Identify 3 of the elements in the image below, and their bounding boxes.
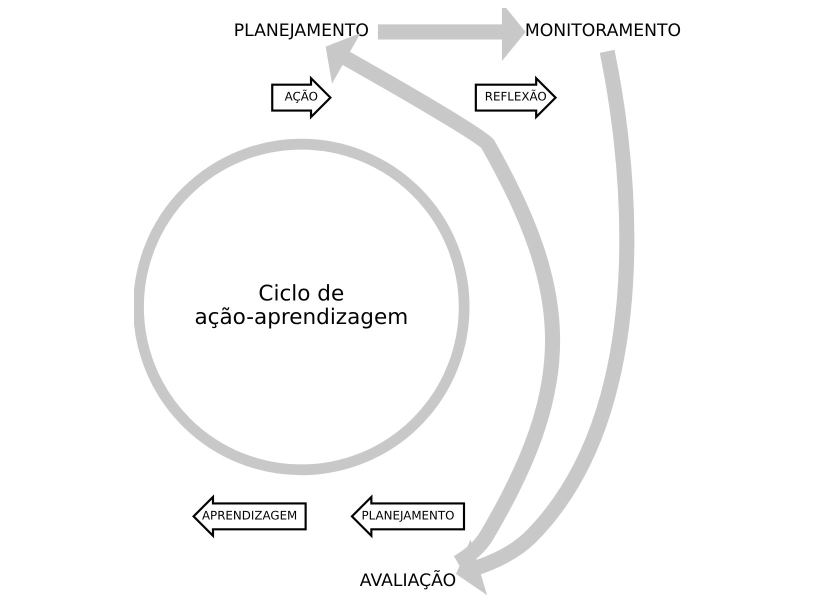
node-text: PLANEJAMENTO — [234, 21, 369, 42]
node-text: MONITORAMENTO — [524, 21, 682, 42]
node-text: AVALIAÇÃO — [360, 571, 456, 592]
